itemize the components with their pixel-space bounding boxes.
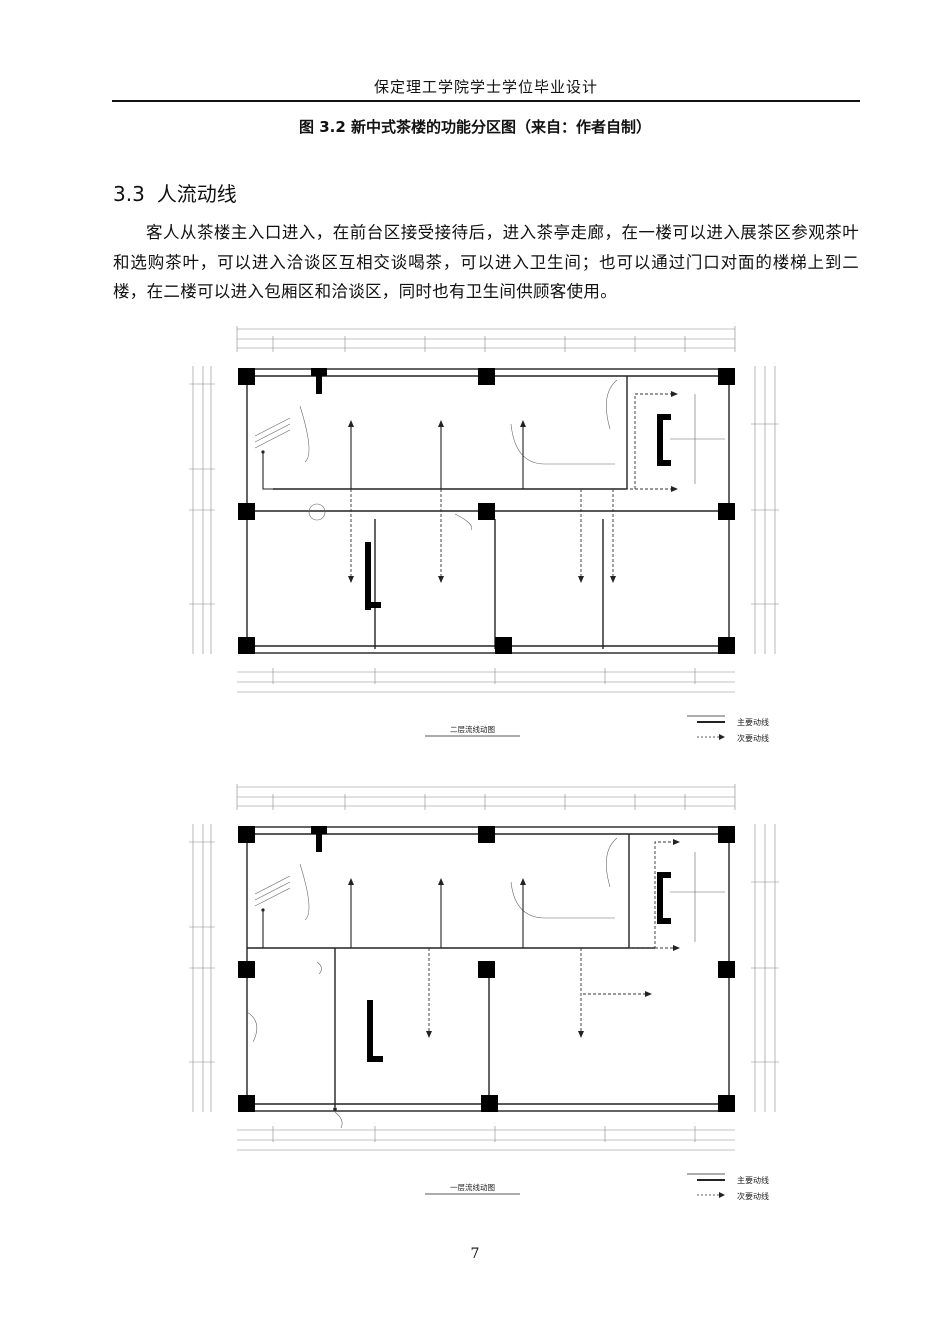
floor-plan-drawing: 一层流线动图 主要动线 次要动线 (189, 784, 779, 1201)
legend-main-label: 主要动线 (737, 717, 769, 727)
structural-columns (238, 368, 735, 654)
floor-plan-lower: 一层流线动图 主要动线 次要动线 (185, 782, 785, 1212)
main-circulation-lines (262, 882, 629, 949)
plan-title-block: 二层流线动图 (425, 724, 520, 737)
floor-plan-upper: 二层流线动图 主要动线 次要动线 (185, 324, 785, 754)
secondary-circulation-arrowheads (426, 839, 680, 1038)
secondary-circulation-lines (350, 393, 673, 579)
legend-secondary-label: 次要动线 (737, 733, 769, 743)
plan-legend: 主要动线 次要动线 (687, 1173, 769, 1201)
right-dimension-lines (751, 366, 779, 654)
top-dimension-lines (236, 326, 736, 352)
legend-secondary-label: 次要动线 (737, 1191, 769, 1201)
section-title: 人流动线 (156, 182, 237, 206)
plan-title: 一层流线动图 (450, 1182, 495, 1192)
section-number: 3.3 (113, 182, 145, 206)
secondary-circulation-lines (428, 841, 675, 1034)
main-circulation-lines (262, 424, 625, 490)
page-number: 7 (470, 1246, 480, 1262)
left-dimension-lines (189, 824, 215, 1112)
body-paragraph: 客人从茶楼主入口进入，在前台区接受接待后，进入茶亭走廊，在一楼可以进入展茶区参观… (113, 223, 859, 301)
legend-main-label: 主要动线 (737, 1175, 769, 1185)
figure-caption: 图 3.2 新中式茶楼的功能分区图（来自：作者自制） (298, 118, 652, 136)
interior-fixtures (246, 837, 725, 1129)
section-heading: 3.3 人流动线 (113, 178, 237, 207)
floor-plan-drawing: 二层流线动图 主要动线 次要动线 (189, 326, 779, 743)
left-dimension-lines (189, 366, 215, 654)
secondary-circulation-arrowheads (348, 391, 678, 583)
structural-columns (238, 826, 735, 1112)
bottom-dimension-lines (237, 668, 735, 693)
right-dimension-lines (751, 824, 779, 1112)
plan-title-block: 一层流线动图 (425, 1182, 520, 1195)
plan-title: 二层流线动图 (450, 724, 495, 734)
main-circulation-arrowheads (261, 878, 526, 1111)
main-circulation-arrowheads (261, 420, 526, 454)
plan-legend: 主要动线 次要动线 (687, 715, 769, 743)
top-dimension-lines (236, 784, 736, 810)
bottom-dimension-lines (237, 1126, 735, 1151)
page-header: 保定理工学院学士学位毕业设计 (373, 78, 598, 96)
header-rule (112, 100, 860, 102)
